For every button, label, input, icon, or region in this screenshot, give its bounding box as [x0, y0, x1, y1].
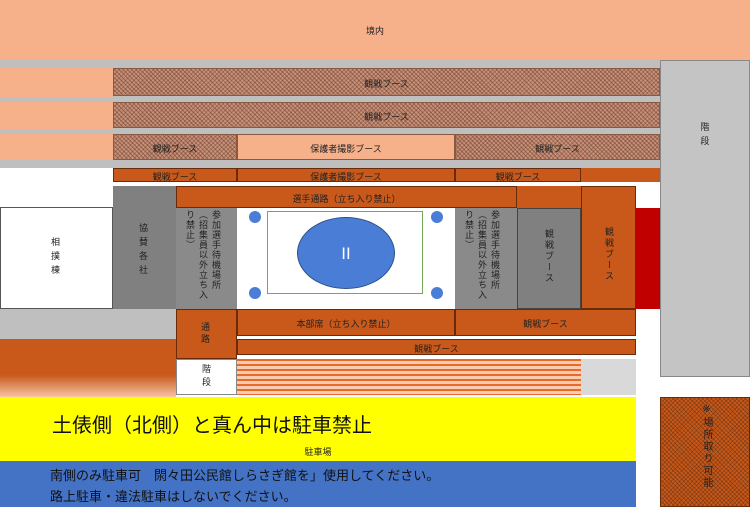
watch-booth-label: 観戦ブース [603, 227, 613, 282]
aisle-strip [113, 96, 660, 102]
guardian-photo-booth: 保護者撮影ブース [237, 134, 455, 160]
guardian-photo-booth-label: 保護者撮影ブース [310, 173, 382, 183]
dohyo-mark: II [341, 243, 351, 263]
watch-booth-lower-right: 観戦ブース [455, 309, 636, 336]
notice-line-2: 路上駐車・違法駐車はしないでください。 [50, 490, 297, 505]
hq-seat: 本部席（立ち入り禁止） [237, 309, 455, 336]
stairs-right-label: 階段 [700, 123, 712, 147]
orange-strip-end [581, 168, 660, 182]
stairs-lower: 階段 [176, 359, 237, 395]
notice-line-1: 南側のみ駐車可 閖々田公民館しらさぎ館を」使用してください。 [50, 469, 440, 484]
aisle-strip [113, 160, 660, 168]
gradient-band [0, 375, 176, 397]
corner-post [249, 287, 261, 299]
sponsors-area: 協賛各社 [113, 186, 176, 309]
aisle-strip [113, 128, 660, 134]
left-strip [0, 134, 113, 160]
waiting-area-left: 参加選手待機場所（招集員以外立ち入り禁止） [176, 208, 237, 309]
orange-filler [517, 186, 581, 208]
parking-notice: 南側のみ駐車可 閖々田公民館しらさぎ館を」使用してください。 路上駐車・違法駐車… [0, 461, 636, 507]
hq-seat-label: 本部席（立ち入り禁止） [296, 320, 396, 330]
passage: 通路 [176, 309, 237, 359]
gray-block [581, 359, 636, 395]
left-strip [0, 98, 113, 102]
watch-booth-label: 観戦ブース [535, 145, 580, 155]
stairs-right: 階段 [660, 60, 750, 377]
watch-booth-label: 観戦ブース [152, 173, 198, 183]
left-strip [0, 102, 113, 130]
spot-reserve-label: ※場所取り可能 [701, 404, 712, 489]
precinct-area: 境内 [0, 0, 750, 60]
watch-booth-label: 観戦ブース [414, 345, 459, 355]
ring-frame [267, 211, 423, 294]
gray-band [0, 309, 176, 339]
guardian-photo-booth-label: 保護者撮影ブース [310, 145, 382, 155]
waiting-area-right: 参加選手待機場所（招集員以外立ち入り禁止） [455, 208, 517, 309]
aisle-strip [113, 60, 660, 68]
spot-reserve-area: ※場所取り可能 [660, 397, 750, 507]
watch-booth-right: 観戦ブース [455, 134, 660, 160]
watch-booth-strip-right: 観戦ブース [455, 168, 581, 183]
orange-band [0, 339, 176, 375]
dohyo-ring: II [297, 217, 395, 289]
watch-booth-vertical-2: 観戦ブース [581, 186, 636, 309]
watch-booth-label: 観戦ブース [364, 80, 409, 90]
no-parking-text: 土俵側（北側）と真ん中は駐車禁止 [52, 413, 372, 437]
watch-booth-row-2: 観戦ブース [113, 102, 660, 128]
guardian-photo-strip: 保護者撮影ブース [237, 168, 455, 183]
corner-post [431, 287, 443, 299]
athlete-path: 選手通路（立ち入り禁止） [176, 186, 517, 208]
left-strip [0, 68, 113, 98]
watch-booth-label: 観戦ブース [364, 113, 409, 123]
watch-booth-label: 観戦ブース [152, 145, 198, 155]
watch-booth-label: 観戦ブース [523, 320, 568, 330]
dohyo-area: II [237, 208, 455, 309]
parking-label: 駐車場 [304, 448, 332, 458]
watch-booth-vertical-1: 観戦ブース [517, 208, 581, 309]
left-strip [0, 160, 113, 168]
watch-booth-strip-left: 観戦ブース [113, 168, 237, 183]
corner-post [431, 211, 443, 223]
left-strip [0, 130, 113, 134]
waiting-area-right-label: 参加選手待機場所（招集員以外立ち入り禁止） [463, 210, 499, 300]
passage-label: 通路 [201, 323, 213, 345]
athlete-path-label: 選手通路（立ち入り禁止） [292, 195, 401, 205]
no-parking-banner: 土俵側（北側）と真ん中は駐車禁止 駐車場 [0, 397, 636, 461]
watch-booth-row-1: 観戦ブース [113, 68, 660, 96]
watch-booth-lower: 観戦ブース [237, 339, 636, 355]
sumo-hall-label: 相撲棟 [51, 238, 63, 276]
precinct-label: 境内 [365, 27, 384, 37]
corner-post [249, 211, 261, 223]
red-block [636, 208, 660, 309]
stairs-lower-label: 階段 [202, 365, 214, 388]
watch-booth-left: 観戦ブース [113, 134, 237, 160]
sumo-hall: 相撲棟 [0, 207, 113, 309]
watch-booth-label: 観戦ブース [543, 229, 553, 284]
striped-area [237, 359, 581, 395]
left-strip [0, 60, 113, 68]
sponsors-label: 協賛各社 [139, 224, 151, 276]
watch-booth-label: 観戦ブース [495, 173, 541, 183]
waiting-area-left-label: 参加選手待機場所（招集員以外立ち入り禁止） [184, 210, 220, 300]
